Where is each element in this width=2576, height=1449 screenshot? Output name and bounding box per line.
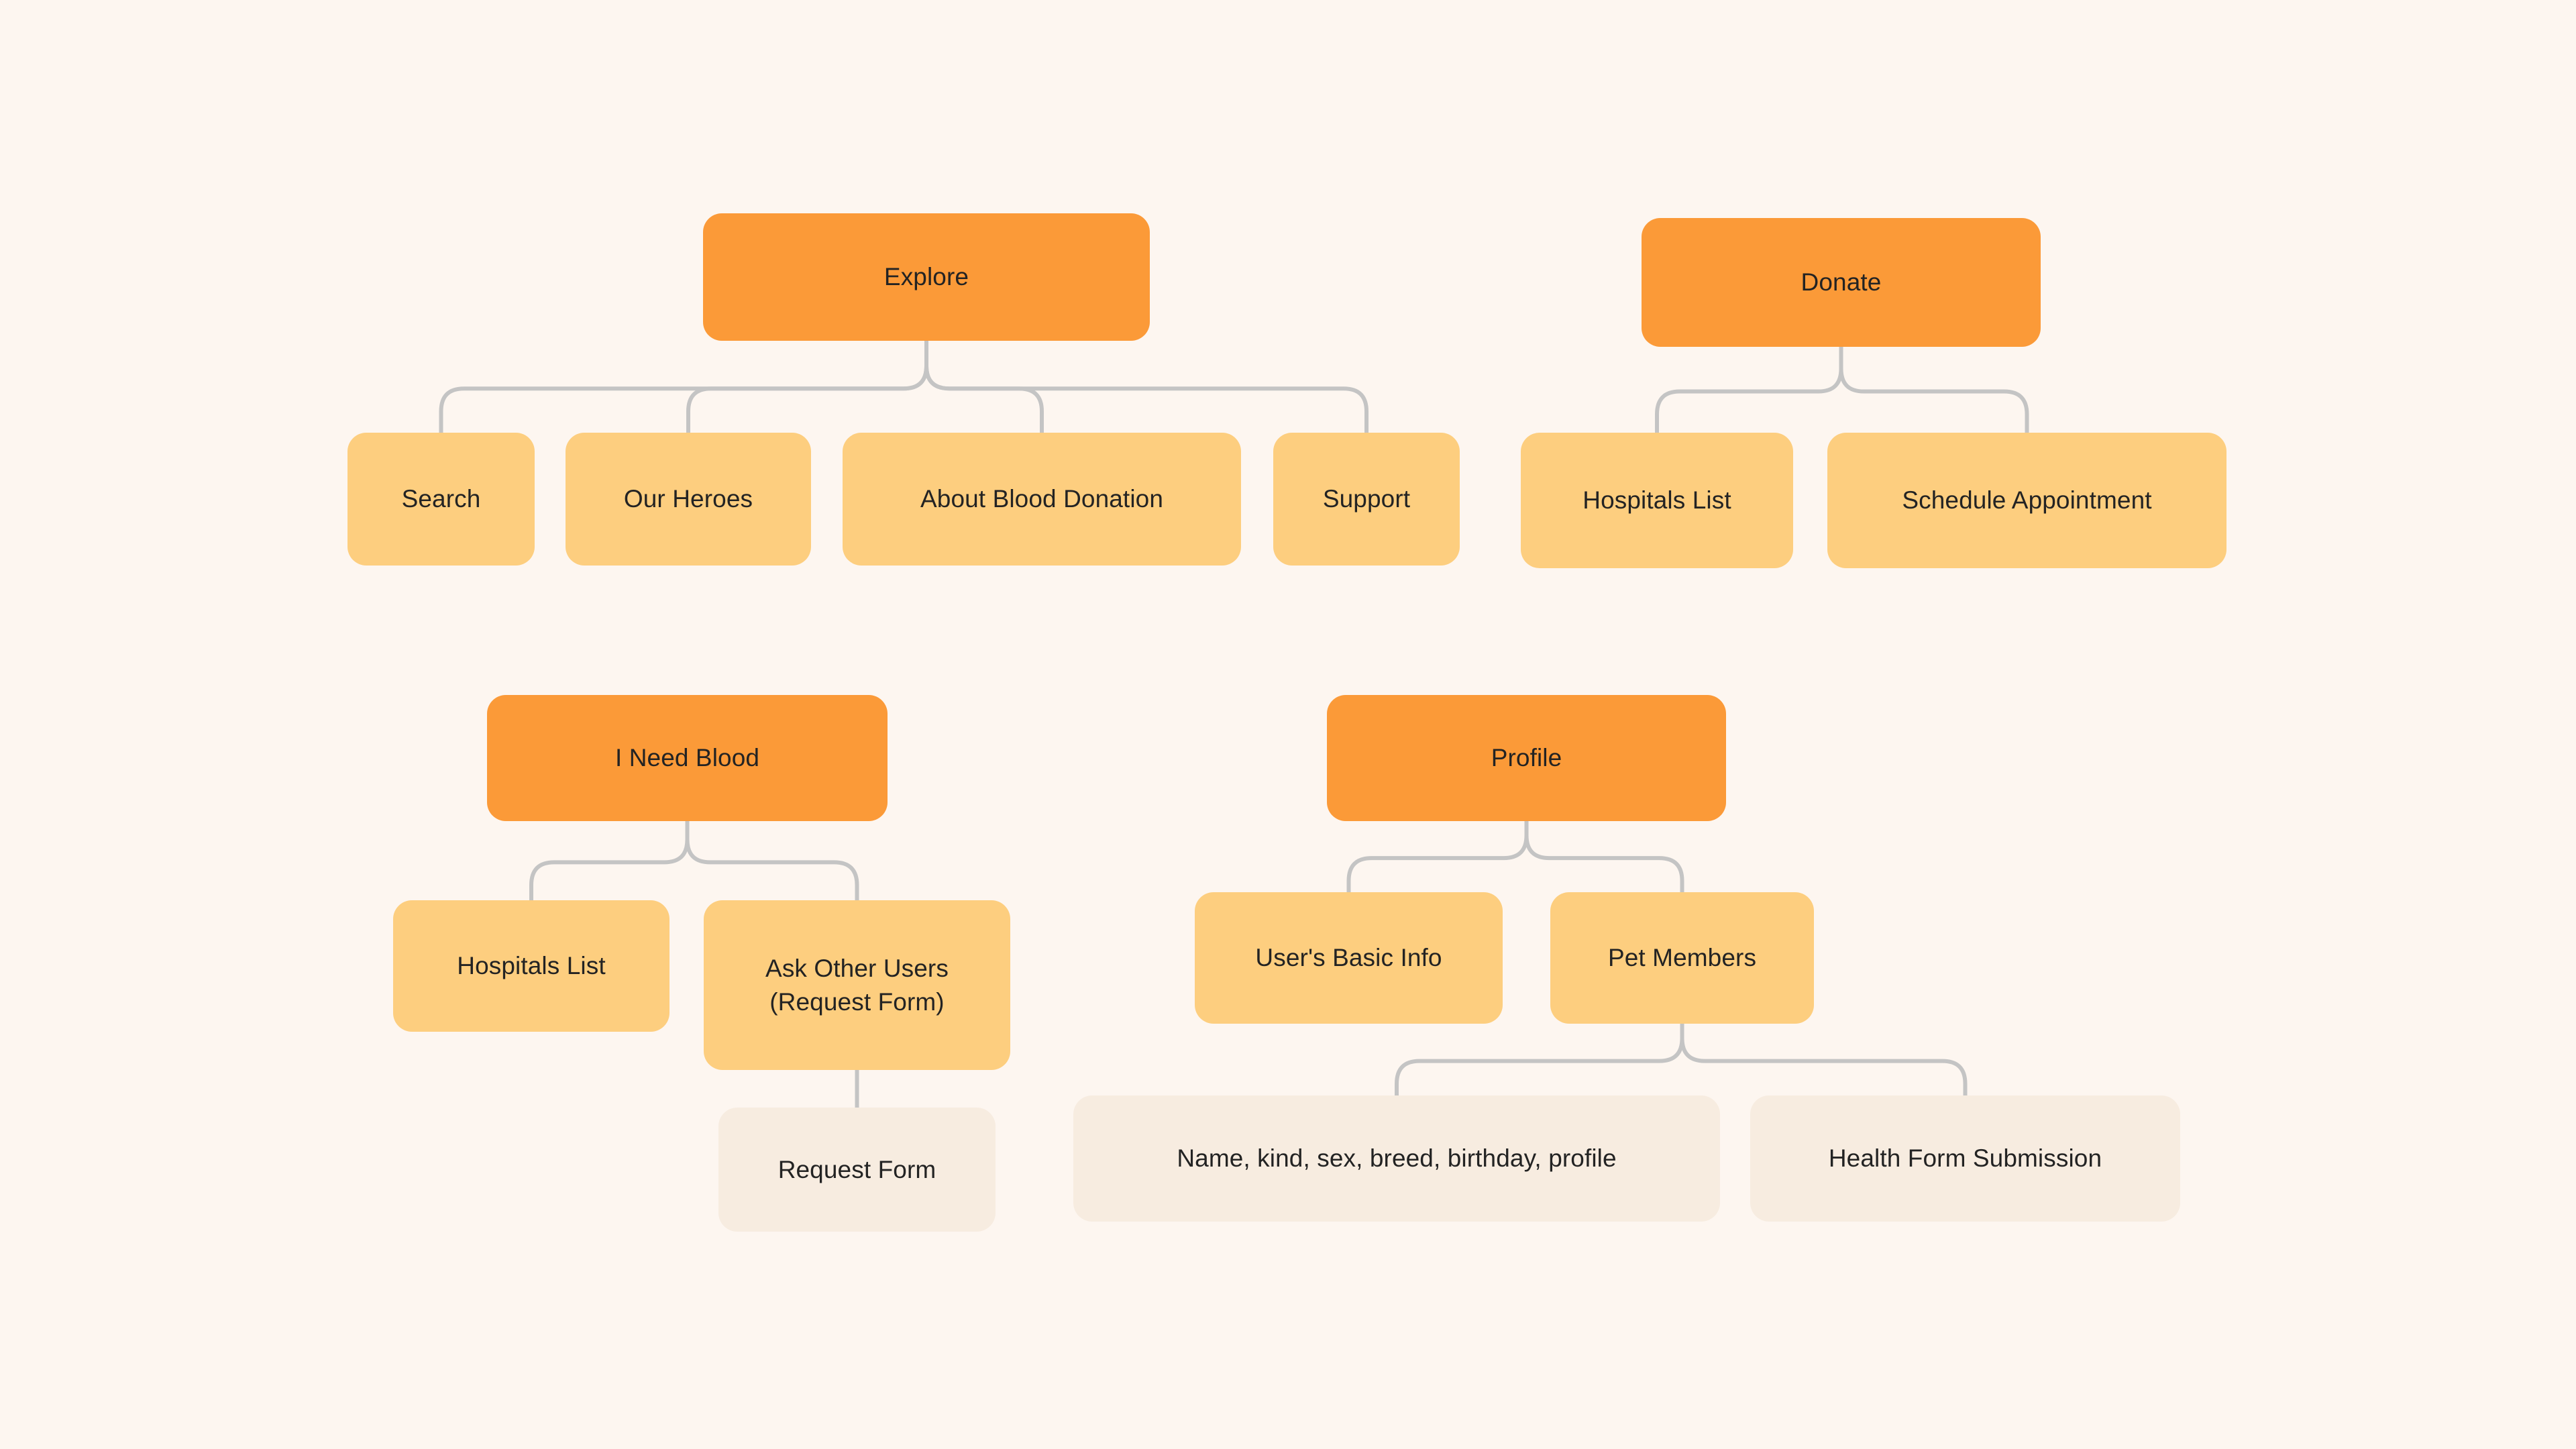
node-label-ask-other-users: Ask Other Users (Request Form) bbox=[765, 954, 949, 1016]
node-health-form[interactable]: Health Form Submission bbox=[1750, 1095, 2180, 1222]
node-label-i-need-blood: I Need Blood bbox=[614, 744, 760, 772]
edge-pet-fields bbox=[1395, 1022, 1684, 1097]
edge-profile-basic-info bbox=[1346, 819, 1529, 894]
node-label-need-hospitals: Hospitals List bbox=[457, 952, 606, 980]
node-label-support: Support bbox=[1322, 485, 1411, 513]
node-request-form[interactable]: Request Form bbox=[718, 1108, 996, 1232]
node-label-about-blood-donation: About Blood Donation bbox=[920, 485, 1163, 513]
node-label-explore: Explore bbox=[883, 263, 969, 291]
node-label-search: Search bbox=[401, 485, 481, 513]
node-label-schedule-appointment: Schedule Appointment bbox=[1902, 486, 2152, 515]
edge-explore-our-heroes bbox=[686, 339, 928, 435]
edge-pet-health-form bbox=[1680, 1022, 1968, 1097]
node-users-basic-info[interactable]: User's Basic Info bbox=[1195, 892, 1503, 1024]
node-donate-hospitals[interactable]: Hospitals List bbox=[1521, 433, 1793, 568]
node-our-heroes[interactable]: Our Heroes bbox=[566, 433, 811, 566]
node-label-donate: Donate bbox=[1801, 268, 1882, 297]
node-explore[interactable]: Explore bbox=[703, 213, 1150, 341]
edge-explore-about bbox=[924, 339, 1044, 435]
node-ask-other-users[interactable]: Ask Other Users (Request Form) bbox=[704, 900, 1010, 1070]
node-label-request-form: Request Form bbox=[777, 1155, 936, 1183]
node-schedule-appointment[interactable]: Schedule Appointment bbox=[1827, 433, 2226, 568]
node-pet-members[interactable]: Pet Members bbox=[1550, 892, 1814, 1024]
edge-donate-hospitals bbox=[1655, 345, 1843, 435]
node-donate[interactable]: Donate bbox=[1642, 218, 2041, 347]
node-support[interactable]: Support bbox=[1273, 433, 1460, 566]
edge-need-ask bbox=[685, 819, 859, 902]
node-search[interactable]: Search bbox=[347, 433, 535, 566]
node-label-pet-members: Pet Members bbox=[1607, 944, 1757, 972]
node-label-pet-fields: Name, kind, sex, breed, birthday, profil… bbox=[1177, 1144, 1617, 1173]
node-need-hospitals[interactable]: Hospitals List bbox=[393, 900, 669, 1032]
node-label-our-heroes: Our Heroes bbox=[623, 485, 753, 513]
node-about-blood-donation[interactable]: About Blood Donation bbox=[843, 433, 1241, 566]
edge-explore-search bbox=[439, 339, 928, 435]
node-label-donate-hospitals: Hospitals List bbox=[1582, 486, 1731, 515]
node-label-health-form: Health Form Submission bbox=[1828, 1144, 2102, 1173]
edge-donate-schedule bbox=[1839, 345, 2029, 435]
node-label-users-basic-info: User's Basic Info bbox=[1255, 944, 1442, 972]
edge-profile-pet-members bbox=[1524, 819, 1684, 894]
node-pet-fields[interactable]: Name, kind, sex, breed, birthday, profil… bbox=[1073, 1095, 1720, 1222]
node-label-profile: Profile bbox=[1491, 744, 1562, 772]
edge-explore-support bbox=[924, 339, 1368, 435]
node-profile[interactable]: Profile bbox=[1327, 695, 1726, 821]
edge-need-hospitals bbox=[529, 819, 690, 902]
node-i-need-blood[interactable]: I Need Blood bbox=[487, 695, 888, 821]
